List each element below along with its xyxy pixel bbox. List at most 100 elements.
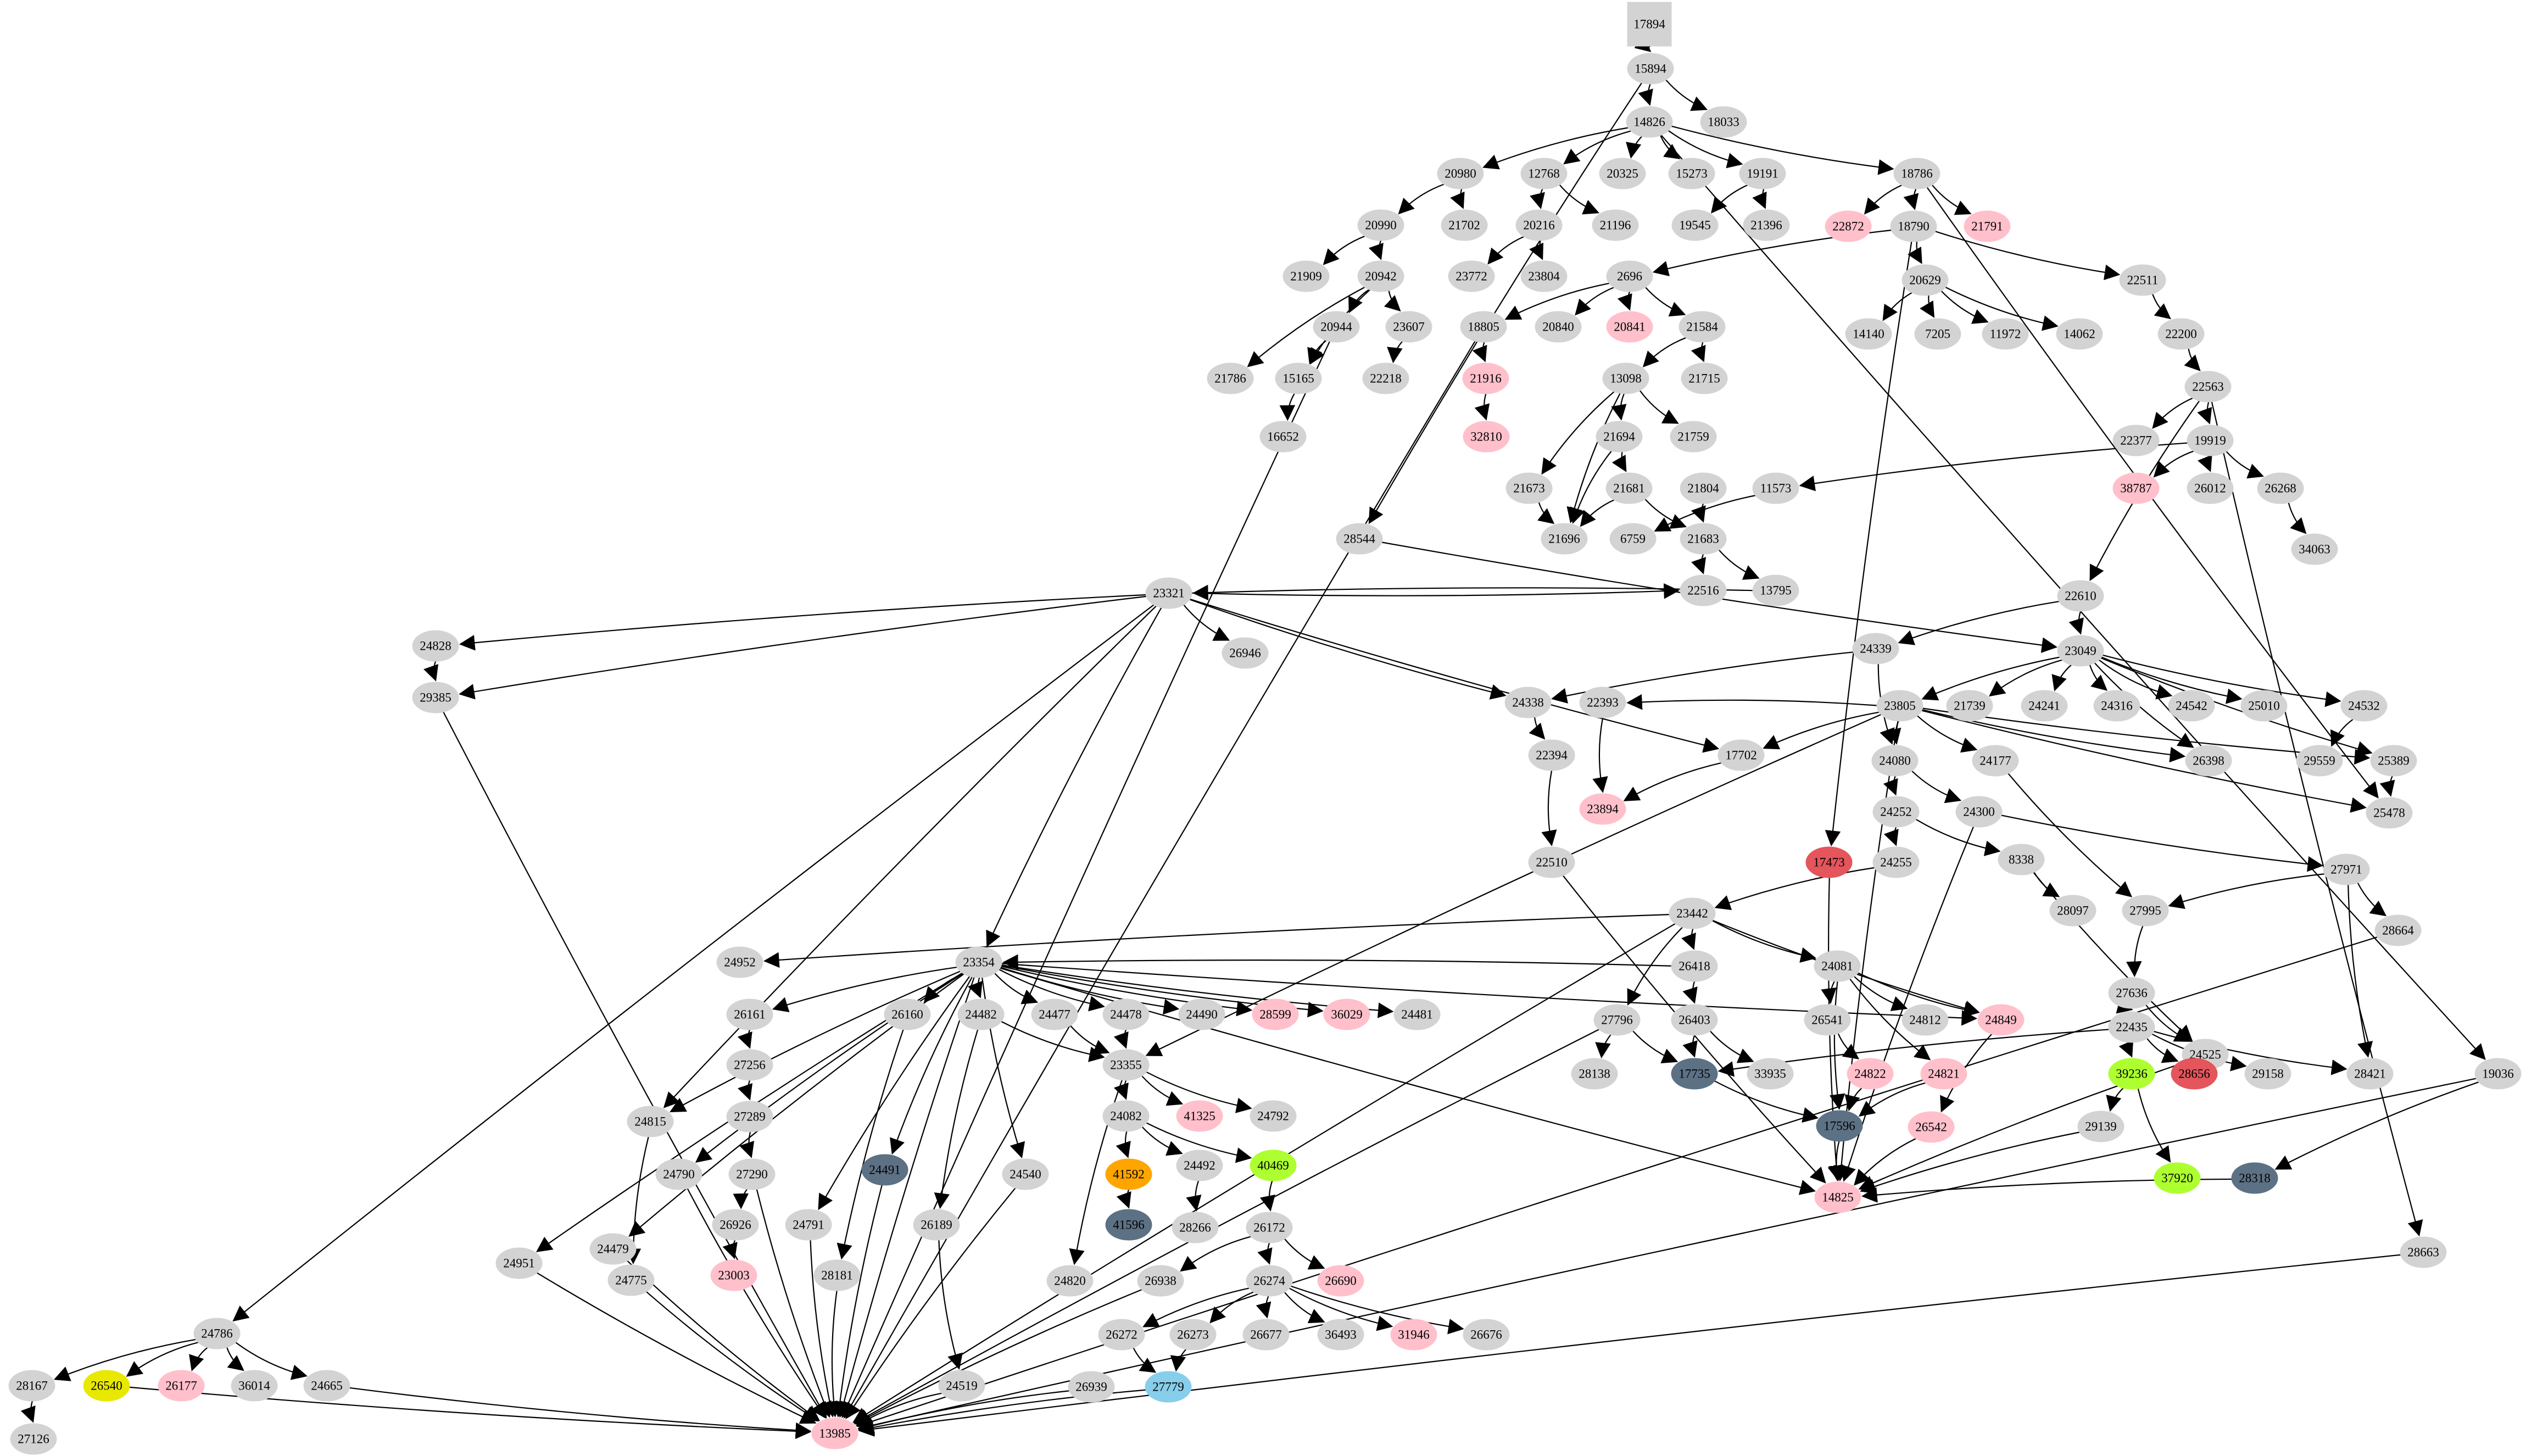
graph-node-23772: 23772: [1448, 260, 1495, 292]
graph-node-20980: 20980: [1437, 158, 1484, 189]
graph-node-22563: 22563: [2184, 371, 2232, 403]
graph-node-24828: 24828: [412, 630, 459, 662]
node-label-25478: 25478: [2373, 806, 2405, 820]
node-label-22435: 22435: [2116, 1020, 2148, 1034]
edge-20980-to-20990: [1398, 183, 1445, 215]
edge-23049-to-24532: [2103, 654, 2341, 707]
graph-node-22510: 22510: [1528, 846, 1575, 878]
node-label-26946: 26946: [1229, 646, 1261, 660]
graph-node-24665: 24665: [303, 1370, 350, 1402]
edge-11573-to-6759: [1654, 495, 1756, 532]
graph-node-26540: 26540: [83, 1370, 130, 1402]
graph-node-26926: 26926: [712, 1209, 759, 1241]
node-shape-20944: [1313, 311, 1360, 343]
edge-27796-to-13985: [853, 1029, 1599, 1424]
node-label-28138: 28138: [1579, 1067, 1610, 1081]
node-shape-28421: [2346, 1058, 2394, 1090]
edge-24081-to-24821: [1849, 978, 1931, 1061]
node-shape-28266: [1172, 1212, 1219, 1243]
node-shape-20841: [1606, 311, 1653, 343]
graph-node-37920: 37920: [2154, 1162, 2201, 1194]
graph-node-15165: 15165: [1275, 362, 1322, 394]
edge-26172-to-26938: [1180, 1236, 1251, 1272]
node-label-41592: 41592: [1113, 1168, 1145, 1181]
edge-23321-to-29385: [459, 595, 1147, 700]
edge-23354-to-24478: [999, 969, 1105, 1012]
edge-24540-to-13985: [845, 1187, 1016, 1420]
node-label-23607: 23607: [1393, 320, 1425, 334]
node-label-21584: 21584: [1686, 320, 1718, 334]
node-label-20990: 20990: [1365, 219, 1397, 232]
graph-node-21702: 21702: [1441, 209, 1488, 241]
node-shape-27636: [2108, 977, 2155, 1009]
node-label-26160: 26160: [891, 1008, 923, 1022]
node-label-23321: 23321: [1153, 587, 1185, 600]
graph-node-22872: 22872: [1825, 210, 1872, 242]
node-shape-28097: [2049, 895, 2096, 927]
node-label-27779: 27779: [1152, 1380, 1184, 1394]
graph-node-28167: 28167: [8, 1370, 55, 1402]
edge-15165-to-16652: [1279, 393, 1296, 421]
node-label-21396: 21396: [1750, 219, 1782, 232]
node-label-12768: 12768: [1528, 167, 1560, 181]
graph-node-22393: 22393: [1579, 687, 1626, 718]
node-label-25389: 25389: [2378, 754, 2410, 768]
edge-23049-to-24542: [2099, 659, 2173, 700]
edge-26938-to-13985: [854, 1289, 1142, 1425]
node-shape-21681: [1605, 472, 1653, 504]
graph-node-41325: 41325: [1176, 1100, 1223, 1132]
node-shape-25010: [2240, 690, 2288, 722]
node-label-24481: 24481: [1401, 1008, 1433, 1022]
edge-8338-to-28097: [2033, 872, 2060, 897]
node-label-21196: 21196: [1600, 219, 1631, 232]
graph-node-19545: 19545: [1671, 209, 1719, 241]
node-shape-23354: [955, 946, 1002, 978]
edge-24482-to-23355: [1001, 1020, 1105, 1062]
node-shape-24952: [716, 946, 763, 978]
node-shape-26403: [1671, 1004, 1718, 1036]
node-shape-36029: [1323, 998, 1370, 1030]
node-shape-21584: [1679, 311, 1726, 343]
node-shape-8338: [1998, 844, 2045, 875]
edge-24951-to-13985: [537, 1272, 817, 1424]
graph-node-23321: 23321: [1145, 577, 1192, 609]
node-shape-24792: [1250, 1100, 1297, 1132]
graph-node-21804: 21804: [1680, 472, 1727, 504]
node-label-20944: 20944: [1320, 320, 1352, 334]
edge-24082-to-41592: [1116, 1131, 1131, 1158]
edge-27971-to-28664: [2357, 882, 2387, 917]
graph-node-13098: 13098: [1602, 362, 1649, 394]
edge-27971-to-27995: [2168, 873, 2324, 910]
node-label-2696: 2696: [1617, 270, 1642, 283]
node-label-23772: 23772: [1456, 270, 1487, 283]
node-label-26398: 26398: [2193, 754, 2224, 768]
node-shape-20840: [1535, 311, 1582, 343]
edge-18805-to-21916: [1472, 342, 1487, 362]
graph-node-26403: 26403: [1671, 1004, 1718, 1036]
node-label-23354: 23354: [963, 956, 995, 969]
node-label-22218: 22218: [1370, 372, 1402, 386]
edge-14826-to-15273: [1660, 135, 1681, 159]
node-shape-21696: [1541, 523, 1588, 555]
edge-26268-to-34063: [2288, 502, 2307, 534]
node-shape-27290: [728, 1158, 776, 1190]
edge-27289-to-27290: [739, 1131, 755, 1158]
node-shape-24490: [1178, 998, 1225, 1030]
edge-23354-to-24482: [967, 977, 983, 998]
node-shape-29139: [2077, 1111, 2124, 1142]
edge-24477-to-23355: [1069, 1025, 1110, 1055]
edge-19191-to-19545: [1710, 185, 1748, 214]
node-label-15894: 15894: [1635, 62, 1666, 76]
graph-node-14140: 14140: [1845, 318, 1892, 350]
edge-20629-to-7205: [1920, 295, 1935, 318]
node-label-19191: 19191: [1747, 167, 1778, 181]
node-shape-21683: [1680, 523, 1727, 555]
node-label-20325: 20325: [1607, 167, 1638, 181]
edge-24300-to-27971: [2001, 815, 2324, 872]
node-label-22511: 22511: [2127, 274, 2159, 287]
graph-node-26160: 26160: [884, 998, 931, 1030]
graph-node-19919: 19919: [2187, 425, 2234, 456]
edge-27796-to-17735: [1632, 1030, 1679, 1064]
edge-26939-to-13985: [857, 1390, 1069, 1433]
node-label-24822: 24822: [1854, 1067, 1886, 1081]
